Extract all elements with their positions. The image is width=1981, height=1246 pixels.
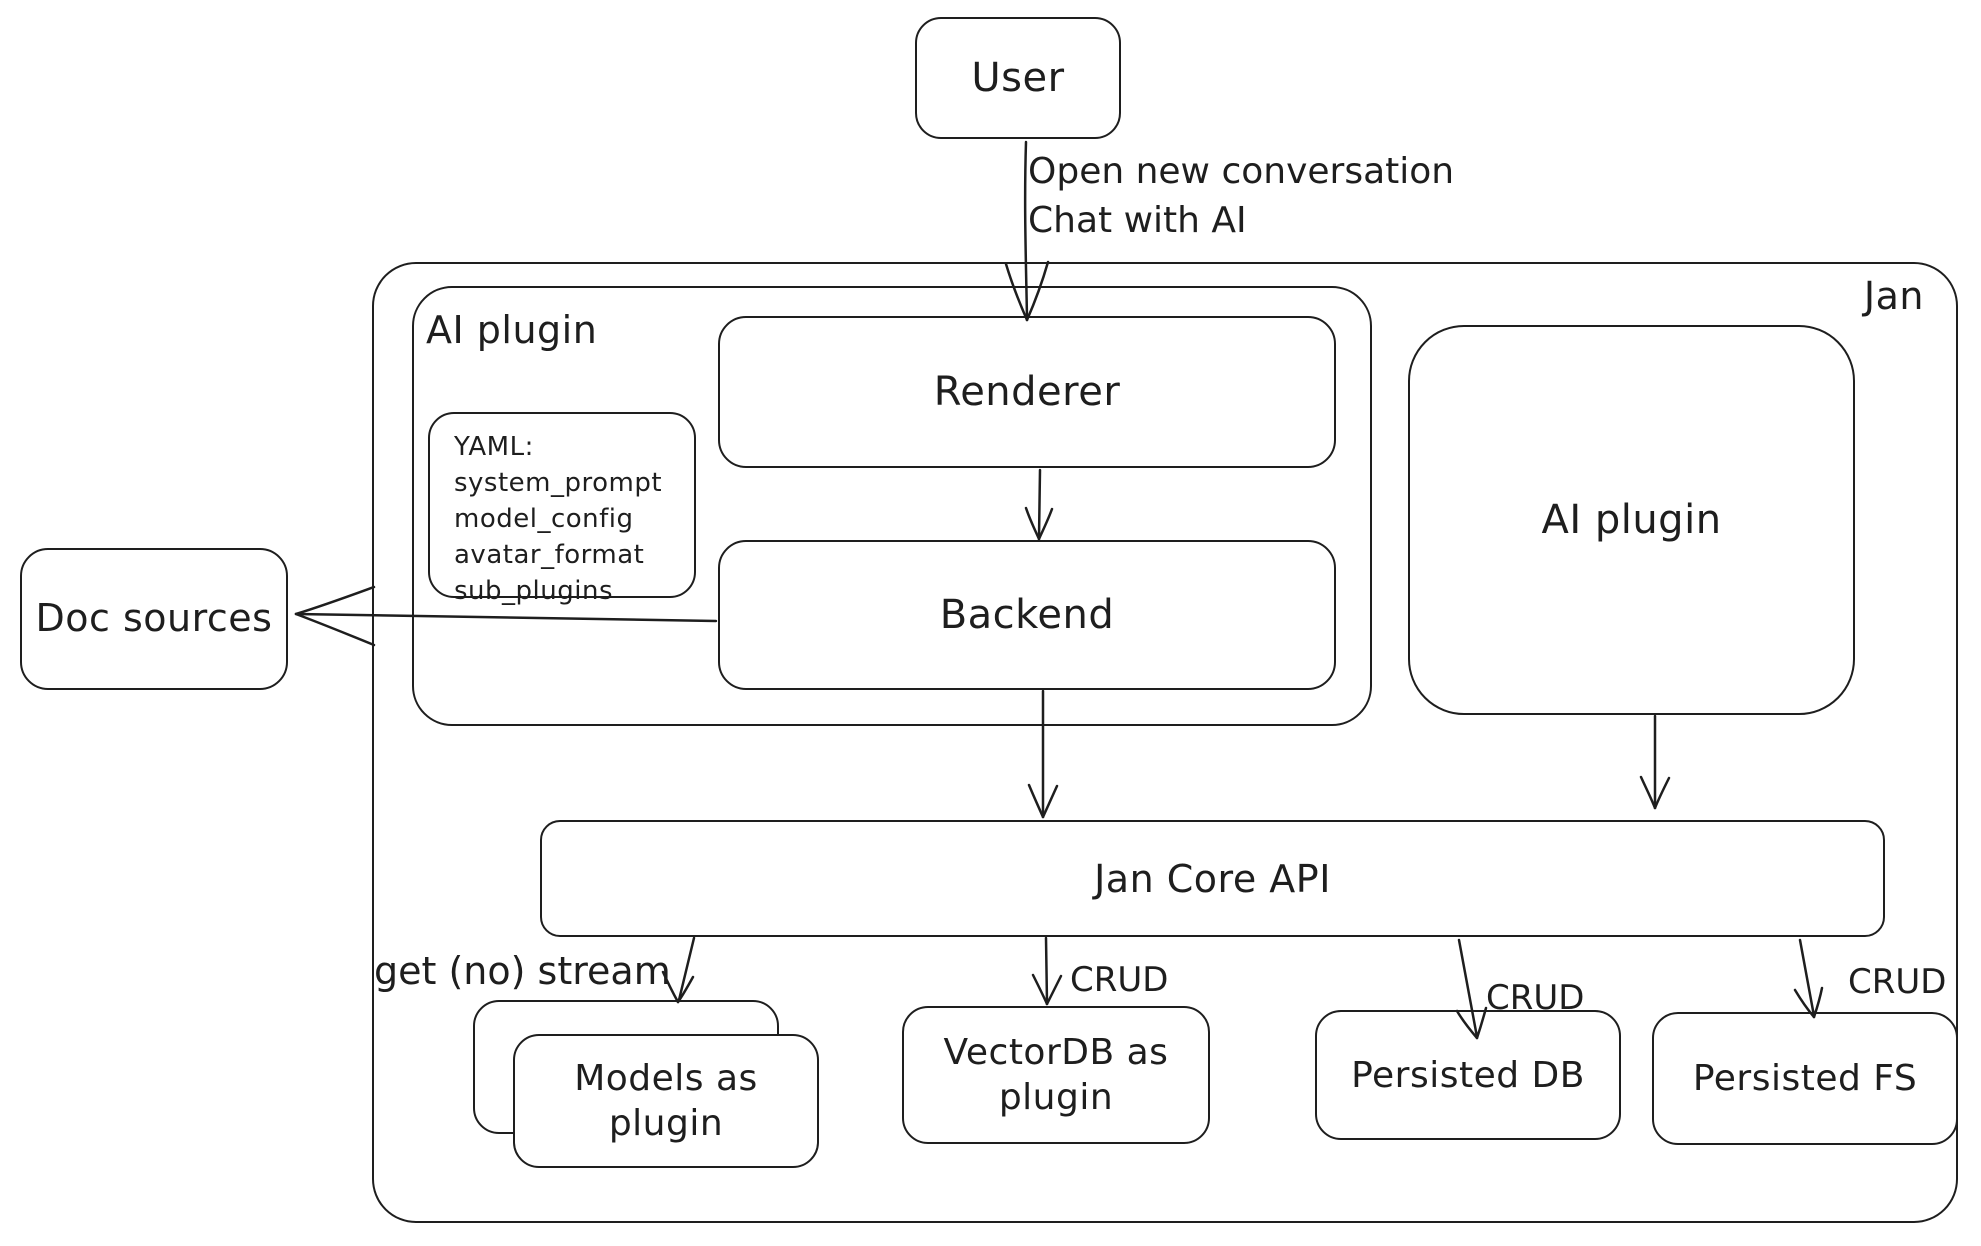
vectordb-plugin-node: VectorDB as plugin [902, 1006, 1210, 1144]
yaml-line: system_prompt [454, 467, 663, 498]
edge-label-crud-vectordb: CRUD [1070, 960, 1169, 1000]
jan-core-api-label: Jan Core API [1094, 856, 1331, 901]
models-plugin-label: Models as plugin [574, 1058, 758, 1144]
doc-sources-label: Doc sources [35, 596, 273, 641]
edge-label-line-2: Chat with AI [1028, 199, 1247, 241]
renderer-label: Renderer [933, 369, 1121, 415]
user-node: User [915, 17, 1121, 139]
persisted-db-label: Persisted DB [1351, 1054, 1585, 1096]
ai-plugin-node: AI plugin [1408, 325, 1855, 715]
yaml-note-text: YAML: system_prompt model_config avatar_… [454, 430, 662, 609]
yaml-line: sub_plugins [454, 575, 613, 606]
user-label: User [971, 55, 1065, 101]
jan-container: Jan [372, 262, 1958, 1223]
edge-label-open-conversation: Open new conversation Chat with AI [1028, 148, 1454, 245]
yaml-note: YAML: system_prompt model_config avatar_… [428, 412, 696, 606]
edge-label-line-1: Open new conversation [1028, 151, 1455, 192]
edge-label-crud-persisted-db: CRUD [1486, 978, 1585, 1018]
edge-label-crud-persisted-fs: CRUD [1848, 962, 1947, 1002]
ai-plugin-container: AI plugin [412, 286, 1372, 726]
doc-sources-node: Doc sources [20, 548, 288, 690]
persisted-fs-label: Persisted FS [1692, 1058, 1918, 1099]
edge-label-get-no-stream: get (no) stream [374, 949, 671, 993]
persisted-db-node: Persisted DB [1315, 1010, 1621, 1140]
jan-container-label: Jan [1863, 274, 1924, 318]
jan-core-api-node: Jan Core API [540, 820, 1885, 937]
backend-label: Backend [939, 592, 1115, 638]
renderer-node: Renderer [718, 316, 1336, 468]
backend-node: Backend [718, 540, 1336, 690]
yaml-line: YAML: [454, 432, 534, 462]
ai-plugin-node-label: AI plugin [1541, 497, 1722, 543]
persisted-fs-node: Persisted FS [1652, 1012, 1958, 1145]
vectordb-plugin-label: VectorDB as plugin [943, 1032, 1169, 1118]
yaml-line: model_config [454, 503, 634, 534]
yaml-line: avatar_format [454, 539, 645, 570]
models-plugin-node: Models as plugin [513, 1034, 819, 1168]
ai-plugin-container-label: AI plugin [426, 308, 598, 352]
